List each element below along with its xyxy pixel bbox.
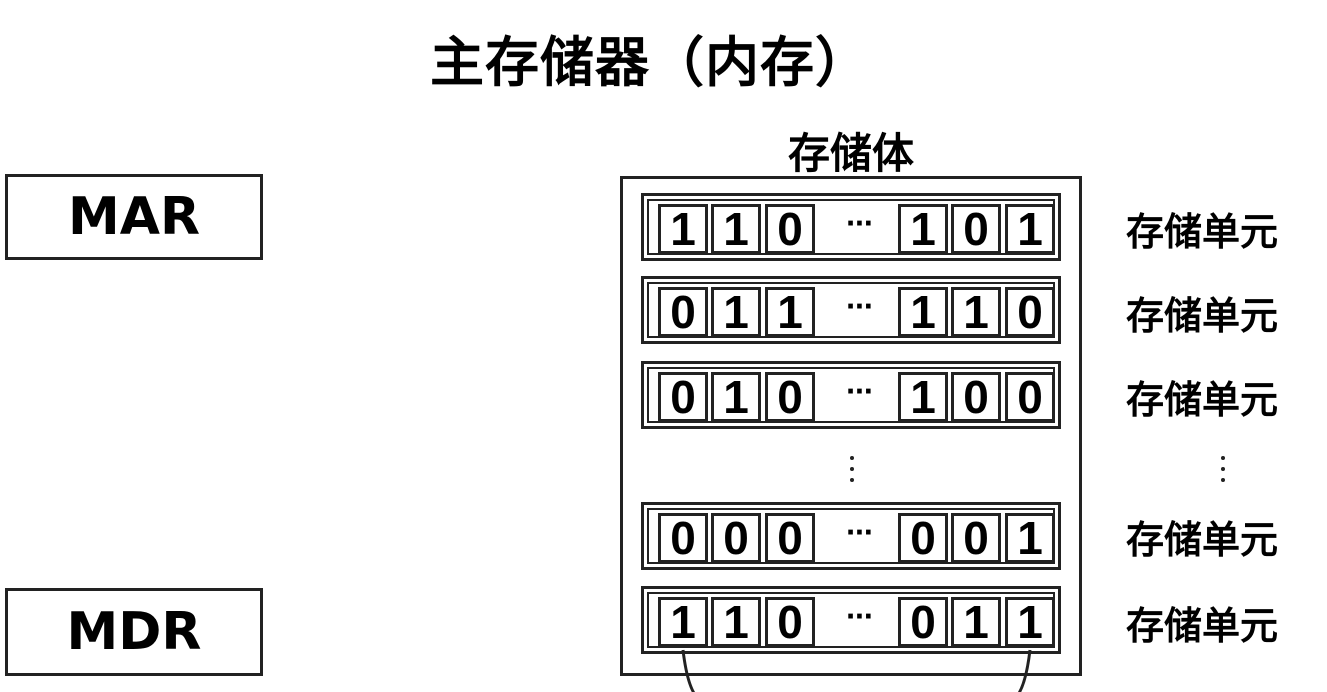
- vertical-ellipsis: [1218, 456, 1228, 489]
- bit-cell: 0: [951, 513, 1001, 563]
- ellipsis-dots: ···: [845, 292, 874, 322]
- bit-cell: 0: [1005, 372, 1055, 422]
- bit-cell: 0: [658, 287, 708, 337]
- bit-cell: 1: [898, 372, 948, 422]
- page-title: 主存储器（内存）: [430, 31, 870, 94]
- bit-cell: 1: [951, 597, 1001, 647]
- storage-unit-label: 存储单元: [1126, 518, 1279, 562]
- bit-cell: 0: [765, 513, 815, 563]
- mar-register: MAR: [5, 174, 263, 260]
- ellipsis-dots: ···: [845, 377, 874, 407]
- bit-cell: 0: [658, 372, 708, 422]
- bit-cell: 1: [1005, 204, 1055, 254]
- bit-cell: 1: [765, 287, 815, 337]
- bit-cell: 0: [898, 513, 948, 563]
- bit-cell: 1: [898, 287, 948, 337]
- bit-cell: 1: [658, 204, 708, 254]
- bit-cell: 1: [711, 287, 761, 337]
- bit-cell: 0: [951, 204, 1001, 254]
- storage-unit-label: 存储单元: [1126, 210, 1279, 254]
- vertical-ellipsis: [847, 456, 857, 489]
- bit-cell: 0: [765, 597, 815, 647]
- bit-cell: 1: [1005, 597, 1055, 647]
- bit-cell: 1: [898, 204, 948, 254]
- bit-cell: 0: [765, 372, 815, 422]
- bit-cell: 0: [951, 372, 1001, 422]
- mdr-register: MDR: [5, 588, 263, 676]
- bit-cell: 1: [711, 597, 761, 647]
- storage-unit-label: 存储单元: [1126, 378, 1279, 422]
- bit-cell: 1: [711, 372, 761, 422]
- bit-cell: 0: [765, 204, 815, 254]
- ellipsis-dots: ···: [845, 209, 874, 239]
- bit-cell: 1: [951, 287, 1001, 337]
- bit-cell: 0: [898, 597, 948, 647]
- bit-cell: 0: [1005, 287, 1055, 337]
- storage-unit-label: 存储单元: [1126, 294, 1279, 338]
- storage-bank-label: 存储体: [787, 129, 914, 178]
- bit-cell: 1: [711, 204, 761, 254]
- bit-cell: 1: [1005, 513, 1055, 563]
- bit-cell: 0: [711, 513, 761, 563]
- storage-unit-label: 存储单元: [1126, 604, 1279, 648]
- ellipsis-dots: ···: [845, 602, 874, 632]
- bit-cell: 0: [658, 513, 708, 563]
- ellipsis-dots: ···: [845, 518, 874, 548]
- bit-cell: 1: [658, 597, 708, 647]
